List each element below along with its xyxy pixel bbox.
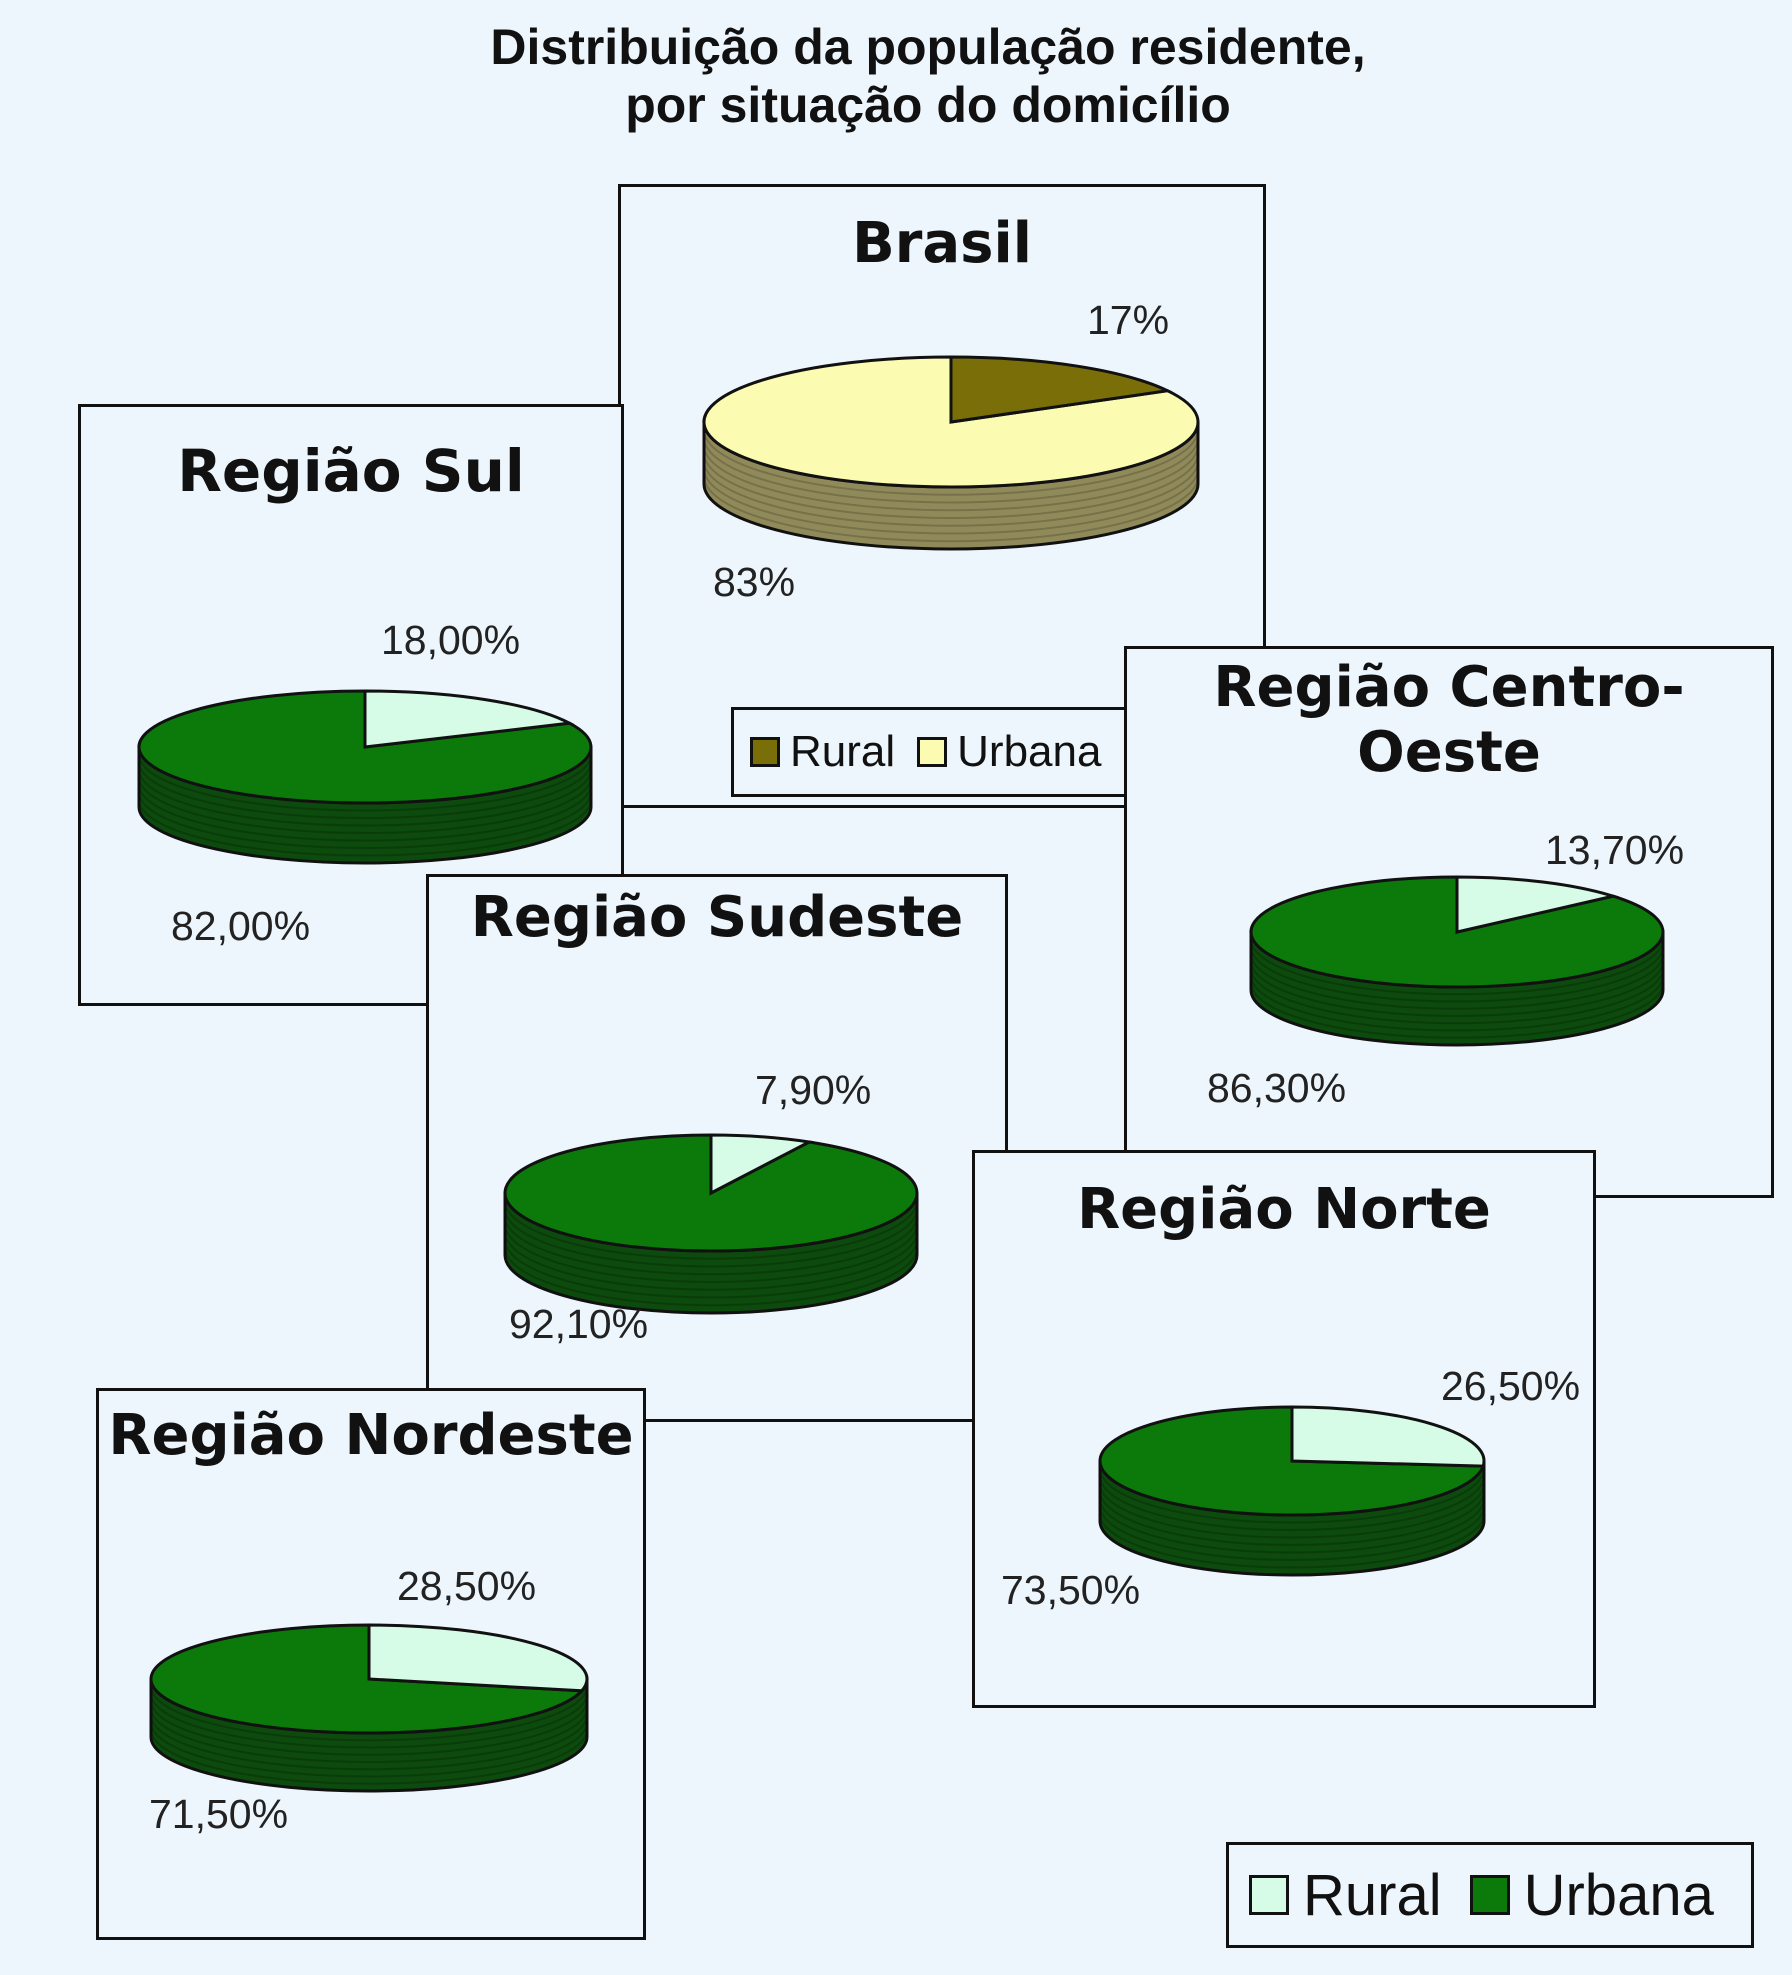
chart-title-line2: por situação do domicílio: [625, 77, 1231, 133]
panel-brasil: Brasil 17% 83% Rural Urbana: [618, 184, 1266, 808]
pie-side-texture: [504, 1200, 918, 1260]
urbana-swatch: [917, 737, 948, 767]
panel-regiao-sul: Região Sul 18,00% 82,00%: [78, 404, 624, 1006]
rural-value-label: 17%: [1087, 297, 1170, 343]
rural-value-label: 18,00%: [381, 617, 521, 663]
pie-side-texture: [1250, 968, 1664, 1025]
rural-swatch: [1249, 1875, 1289, 1915]
pie-side-texture: [1099, 1498, 1485, 1554]
panel-title: Brasil: [852, 211, 1032, 276]
legend-item-urbana: Urbana: [917, 727, 1101, 777]
pie-side-texture: [138, 761, 592, 819]
legend-label-rural: Rural: [1303, 1862, 1442, 1928]
urbana-value-label: 83%: [713, 559, 796, 605]
rural-slice: [367, 1623, 589, 1693]
pie-side-texture: [138, 754, 592, 812]
pie-side-texture: [504, 1239, 918, 1299]
pie-side-texture: [150, 1686, 588, 1742]
panel-regiao-centro-oeste: Região Centro-Oeste 13,70% 86,30%: [1124, 646, 1774, 1198]
pie-side-texture: [504, 1231, 918, 1291]
rural-slice: [363, 689, 575, 749]
pie-side-texture: [703, 460, 1199, 527]
panel-title: Região Nordeste: [108, 1403, 634, 1468]
rural-slice: [949, 355, 1173, 424]
rural-value-label: 7,90%: [755, 1067, 872, 1113]
pie-chart: [1098, 1405, 1486, 1577]
pie-side-texture: [703, 437, 1199, 504]
urbana-value-label: 73,50%: [1001, 1567, 1141, 1613]
pie-side-texture: [138, 799, 592, 857]
pie-side-texture: [150, 1693, 588, 1749]
pie-side-texture: [504, 1247, 918, 1307]
pie-side-texture: [1099, 1475, 1485, 1531]
panel-regiao-nordeste: Região Nordeste 28,50% 71,50%: [96, 1388, 646, 1940]
legend-label-urbana: Urbana: [1523, 1862, 1714, 1928]
urbana-swatch: [1469, 1875, 1510, 1915]
legend-label-rural: Rural: [790, 727, 896, 776]
urbana-slice: [137, 689, 593, 805]
pie-chart: [702, 355, 1200, 551]
pie-chart: [503, 1133, 919, 1315]
pie-side-texture: [1099, 1483, 1485, 1539]
rural-swatch: [750, 737, 780, 767]
pie-side-texture: [1099, 1468, 1485, 1524]
urbana-value-label: 71,50%: [149, 1791, 289, 1837]
pie-side-texture: [703, 452, 1199, 519]
panel-title: Região Sul: [177, 437, 525, 505]
pie-side-texture: [138, 769, 592, 827]
urbana-value-label: 92,10%: [509, 1301, 649, 1347]
pie-side-texture: [1250, 946, 1664, 1003]
panel-title: Região Norte: [1077, 1177, 1491, 1242]
chart-title: Distribuição da população residente, por…: [0, 18, 1792, 134]
legend-item-urbana: Urbana: [1469, 1862, 1714, 1929]
legend-item-rural: Rural: [750, 727, 895, 777]
pie-chart: [1249, 875, 1665, 1047]
pie-side-texture: [1099, 1490, 1485, 1546]
pie-side-texture: [703, 445, 1199, 512]
pie-side-texture: [138, 784, 592, 842]
pie-side-texture: [703, 468, 1199, 535]
pie-side-texture: [150, 1707, 588, 1763]
rural-slice: [709, 1133, 814, 1196]
pie-side-texture: [504, 1216, 918, 1276]
urbana-value-label: 82,00%: [171, 903, 311, 949]
pie-side-texture: [138, 776, 592, 834]
pie-side-texture: [1099, 1513, 1485, 1569]
urbana-value-label: 86,30%: [1207, 1065, 1347, 1111]
rural-value-label: 28,50%: [397, 1563, 537, 1609]
pie-side-texture: [150, 1729, 588, 1785]
pie-chart: [137, 689, 593, 865]
panel-title: Região Sudeste: [470, 885, 964, 950]
legend-label-urbana: Urbana: [957, 727, 1102, 776]
pie-side-texture: [1250, 953, 1664, 1010]
pie-side-texture: [1250, 960, 1664, 1017]
pie-side-texture: [150, 1715, 588, 1771]
pie-side-texture: [1250, 975, 1664, 1032]
pie-side-texture: [1099, 1505, 1485, 1561]
rural-value-label: 26,50%: [1441, 1363, 1581, 1409]
panel-title: Região Centro-Oeste: [1213, 655, 1685, 785]
rural-slice: [1455, 875, 1619, 934]
legend-brasil: Rural Urbana: [731, 707, 1151, 797]
urbana-slice: [149, 1623, 585, 1735]
pie-side-texture: [150, 1722, 588, 1778]
legend-regions: Rural Urbana: [1226, 1842, 1754, 1948]
pie-side-texture: [703, 429, 1199, 496]
rural-slice: [1290, 1405, 1486, 1468]
pie-side-texture: [1250, 982, 1664, 1039]
legend-item-rural: Rural: [1249, 1862, 1442, 1929]
pie-side-texture: [138, 791, 592, 849]
pie-side-texture: [150, 1700, 588, 1756]
pie-side-texture: [504, 1208, 918, 1268]
rural-value-label: 13,70%: [1545, 827, 1685, 873]
panel-regiao-sudeste: Região Sudeste 7,90% 92,10%: [426, 874, 1008, 1422]
chart-title-line1: Distribuição da população residente,: [490, 19, 1366, 75]
pie-chart: [149, 1623, 589, 1793]
panel-regiao-norte: Região Norte 26,50% 73,50%: [972, 1150, 1596, 1708]
pie-side-texture: [1250, 939, 1664, 996]
pie-side-texture: [504, 1223, 918, 1283]
pie-side-texture: [703, 476, 1199, 543]
